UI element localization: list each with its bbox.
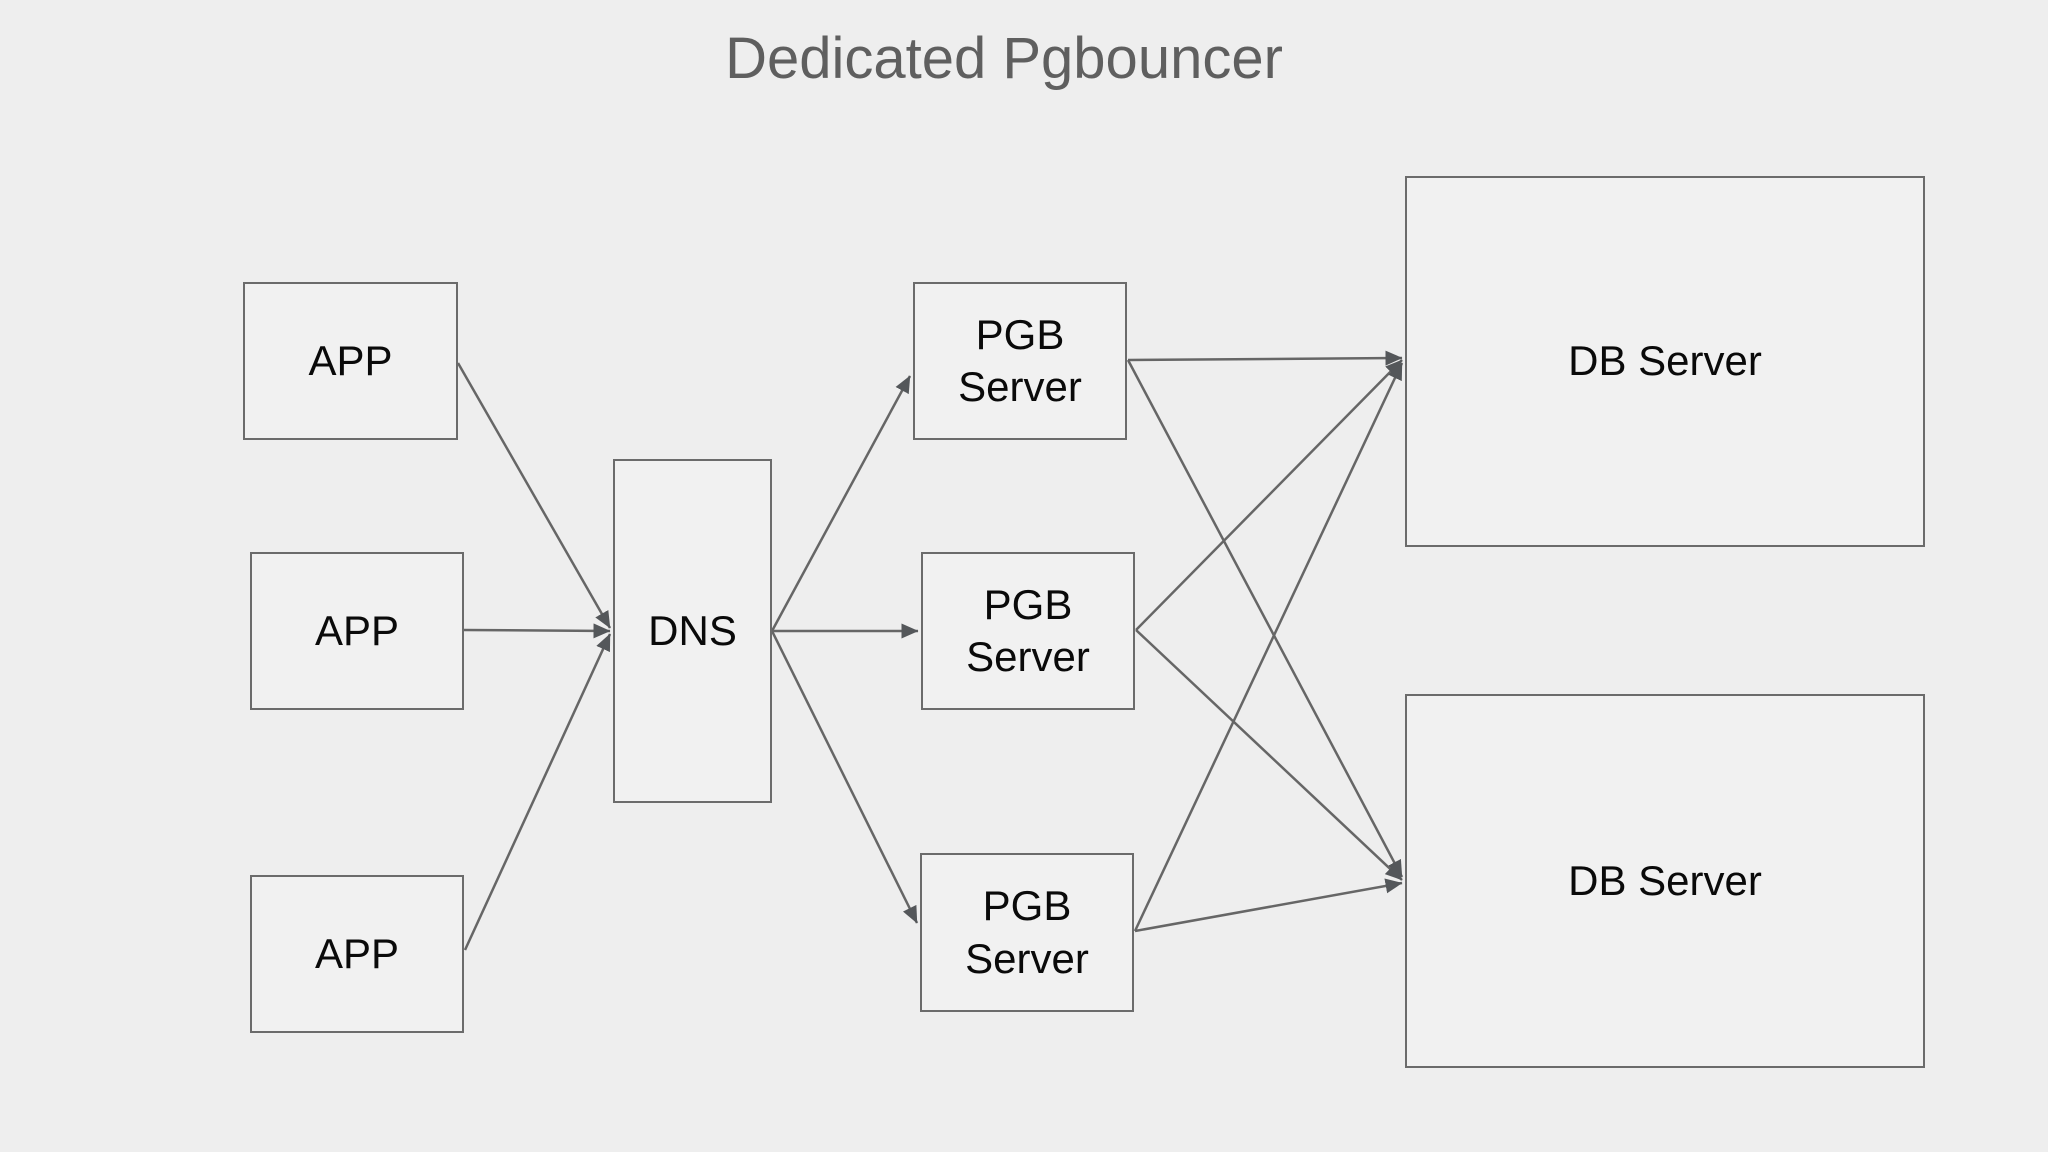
edge-dns-pgb1 [770, 375, 912, 632]
node-label: APP [314, 606, 400, 654]
node-db-server-1: DB Server [1405, 176, 1925, 547]
node-pgb-server-2: PGB Server [921, 552, 1135, 710]
node-label-line1: PGB [975, 310, 1065, 358]
node-label: APP [314, 929, 400, 977]
edge-pgb1-db1 [1127, 350, 1403, 366]
node-label-line2: Server [965, 934, 1089, 982]
edge-pgb2-db1 [1135, 359, 1403, 631]
edge-app2-dns [463, 623, 611, 639]
node-label-line1: PGB [982, 882, 1072, 929]
node-label-line1: PGB [983, 580, 1073, 628]
node-app-1: APP [243, 282, 458, 440]
node-app-2: APP [250, 552, 464, 710]
edge-pgb2-db2 [1135, 629, 1403, 881]
edge-dns-pgb3 [770, 630, 919, 924]
diagram-title: Dedicated Pgbouncer [725, 26, 1283, 91]
node-app-3: APP [250, 875, 464, 1033]
node-dns: DNS [613, 459, 772, 803]
edge-app1-dns [456, 362, 612, 629]
node-label: DB Server [1568, 337, 1762, 385]
node-db-server-2: DB Server [1405, 694, 1925, 1068]
node-pgb-server-3: PGB Server [920, 853, 1134, 1012]
edge-pgb3-db2 [1134, 878, 1403, 933]
node-label-line2: Server [966, 633, 1090, 680]
node-label: DB Server [1568, 856, 1762, 904]
node-label: APP [308, 336, 393, 384]
node-pgb-server-1: PGB Server [913, 282, 1127, 440]
edge-app3-dns [463, 633, 612, 951]
edge-pgb1-db2 [1126, 359, 1404, 878]
node-label-line2: Server [958, 363, 1082, 410]
node-label: DNS [648, 606, 737, 654]
edge-pgb3-db1 [1133, 362, 1404, 932]
